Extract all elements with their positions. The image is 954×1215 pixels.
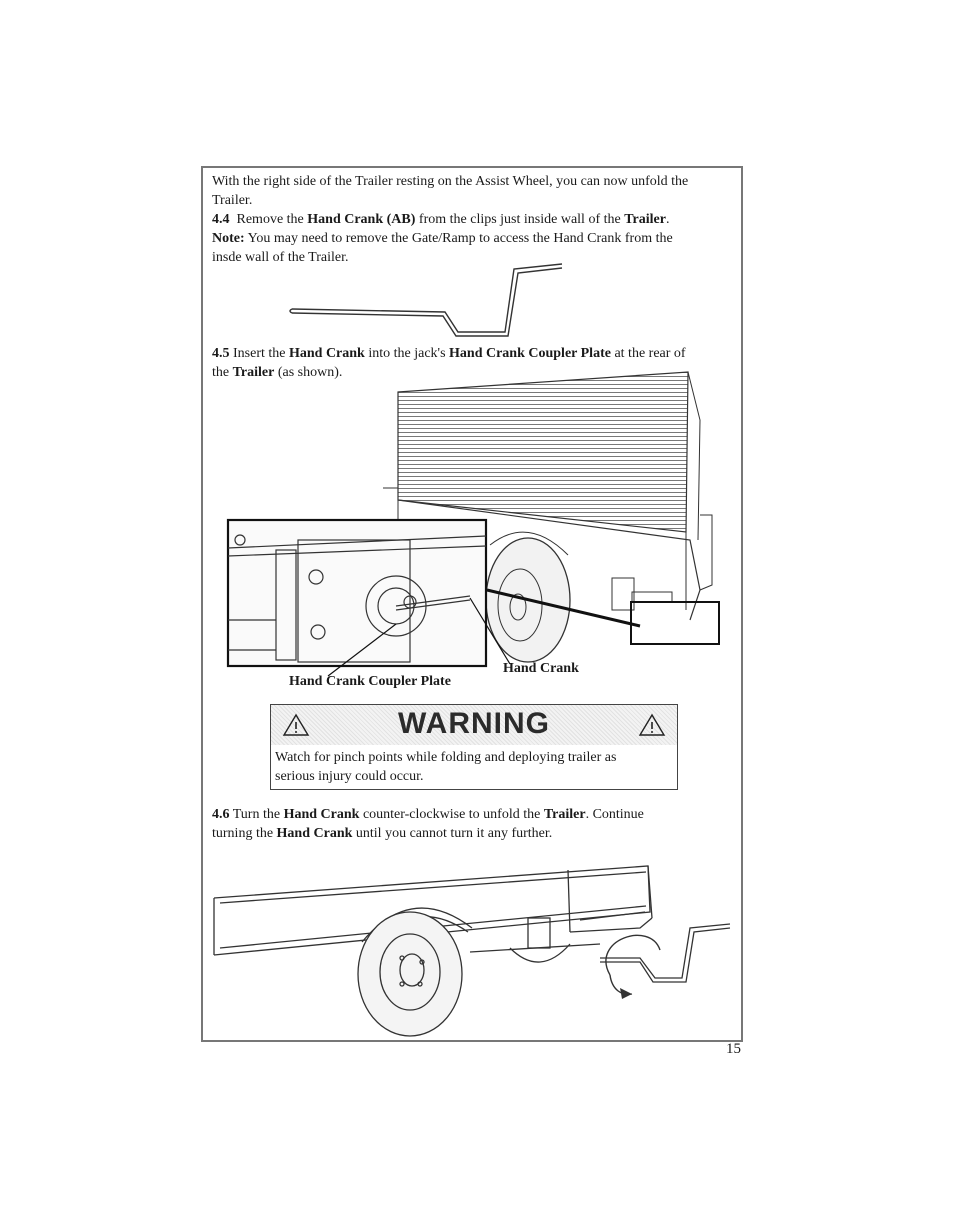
label-coupler-plate: Hand Crank Coupler Plate	[289, 674, 451, 689]
step-number: 4.5	[212, 346, 230, 361]
step-text: Remove the	[236, 212, 308, 227]
step-bold: Hand Crank	[288, 346, 365, 361]
warning-header	[271, 705, 677, 745]
warning-box: WARNING Watch for pinch points while fol…	[270, 704, 678, 790]
step-4-6: 4.6 Turn the Hand Crank counter-clockwis…	[212, 805, 644, 824]
step-bold: Trailer	[543, 807, 586, 822]
step-text: from the clips just inside wall of the	[415, 212, 625, 227]
step-number: 4.4	[212, 212, 230, 227]
step-text: turning the	[212, 826, 277, 841]
step-bold: Hand Crank	[283, 807, 360, 822]
warning-triangle-icon	[638, 713, 666, 736]
warning-line: Watch for pinch points while folding and…	[275, 750, 617, 765]
note-line-1: Note: You may need to remove the Gate/Ra…	[212, 229, 673, 248]
warning-title: WARNING	[398, 707, 550, 740]
step-text: .	[665, 212, 670, 227]
step-text: the	[212, 365, 233, 380]
step-number: 4.6	[212, 807, 230, 822]
step-bold: Trailer	[624, 212, 666, 227]
step-bold: Trailer	[232, 365, 275, 380]
step-bold: Hand Crank Coupler Plate	[449, 346, 611, 361]
step-text: counter-clockwise to unfold the	[359, 807, 544, 822]
step-4-5-line-2: the Trailer (as shown).	[212, 363, 342, 382]
intro-line-2: Trailer.	[212, 193, 253, 208]
step-4-5: 4.5 Insert the Hand Crank into the jack'…	[212, 344, 686, 363]
note-label: Note:	[212, 231, 245, 246]
page-number: 15	[726, 1041, 741, 1057]
note-line-2: insde wall of the Trailer.	[212, 250, 349, 265]
step-4-6-line-2: turning the Hand Crank until you cannot …	[212, 824, 552, 843]
step-bold: Hand Crank (AB)	[307, 212, 416, 227]
page-frame	[201, 166, 743, 1042]
label-hand-crank: Hand Crank	[503, 661, 579, 676]
intro-line-1: With the right side of the Trailer resti…	[212, 174, 689, 189]
step-text: . Continue	[585, 807, 644, 822]
step-text: Insert the	[229, 346, 289, 361]
step-text: into the jack's	[364, 346, 450, 361]
step-text: until you cannot turn it any further.	[352, 826, 553, 841]
warning-line: serious injury could occur.	[275, 769, 424, 784]
step-text: Turn the	[229, 807, 284, 822]
step-4-4: 4.4 Remove the Hand Crank (AB) from the …	[212, 210, 669, 229]
step-text: (as shown).	[274, 365, 343, 380]
step-bold: Hand Crank	[276, 826, 353, 841]
warning-text: Watch for pinch points while folding and…	[275, 748, 616, 786]
note-text: You may need to remove the Gate/Ramp to …	[244, 231, 673, 246]
warning-triangle-icon	[282, 713, 310, 736]
step-text: at the rear of	[610, 346, 686, 361]
